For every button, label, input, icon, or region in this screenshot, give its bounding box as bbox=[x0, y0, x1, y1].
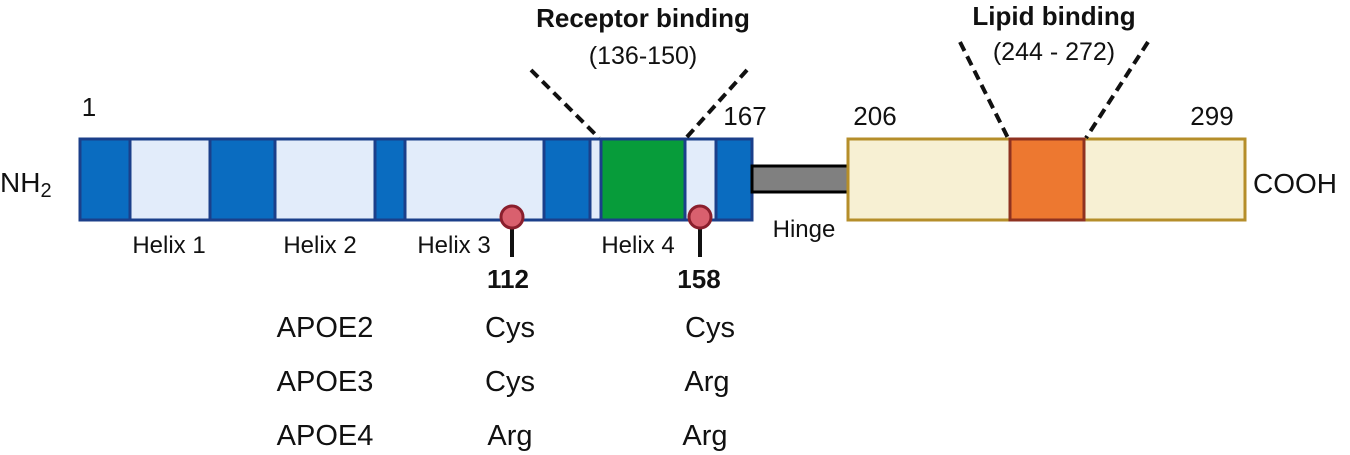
helix-block-1 bbox=[78, 137, 132, 222]
hinge-label: Hinge bbox=[773, 216, 836, 243]
helix-1-label: Helix 1 bbox=[132, 232, 205, 259]
helix-block-4 bbox=[542, 137, 592, 222]
isoform-residue-112: Cys bbox=[485, 366, 535, 398]
n-terminus-label: NH2 bbox=[0, 167, 52, 202]
isoform-residue-158: Arg bbox=[682, 420, 727, 452]
receptor-callout-left bbox=[529, 68, 601, 140]
n-terminus-subscript: 2 bbox=[40, 180, 51, 202]
site-158-marker bbox=[687, 204, 713, 230]
site-112-label: 112 bbox=[487, 264, 529, 294]
isoform-residue-158: Cys bbox=[685, 312, 735, 344]
isoform-name: APOE4 bbox=[277, 420, 374, 452]
receptor-binding-region bbox=[599, 137, 687, 222]
lipid-callout-left bbox=[958, 41, 1010, 139]
receptor-binding-range: (136-150) bbox=[589, 42, 697, 70]
helix-2-label: Helix 2 bbox=[283, 232, 356, 259]
isoform-name: APOE2 bbox=[277, 312, 374, 344]
helix-block-3 bbox=[373, 137, 407, 222]
helix-4-label: Helix 4 bbox=[601, 232, 674, 259]
position-299-label: 299 bbox=[1190, 101, 1233, 131]
lipid-binding-region bbox=[1008, 137, 1086, 222]
position-206-label: 206 bbox=[853, 101, 896, 131]
isoform-residue-112: Arg bbox=[487, 420, 532, 452]
site-112-marker bbox=[499, 204, 525, 230]
helix-3-label: Helix 3 bbox=[417, 232, 490, 259]
isoform-residue-158: Arg bbox=[684, 366, 729, 398]
n-terminus-text: NH bbox=[0, 167, 40, 198]
lipid-binding-range: (244 - 272) bbox=[993, 38, 1115, 66]
isoform-residue-112: Cys bbox=[485, 312, 535, 344]
isoform-name: APOE3 bbox=[277, 366, 374, 398]
helix-block-2 bbox=[208, 137, 277, 222]
receptor-binding-title: Receptor binding bbox=[536, 3, 750, 33]
c-terminus-label: COOH bbox=[1253, 168, 1337, 199]
position-167-label: 167 bbox=[723, 101, 766, 131]
hinge-bar bbox=[750, 164, 850, 194]
position-1-label: 1 bbox=[82, 92, 96, 122]
site-158-label: 158 bbox=[677, 264, 720, 294]
lipid-callout-right bbox=[1084, 40, 1150, 140]
lipid-binding-title: Lipid binding bbox=[972, 1, 1135, 31]
helix-block-5 bbox=[714, 137, 754, 222]
